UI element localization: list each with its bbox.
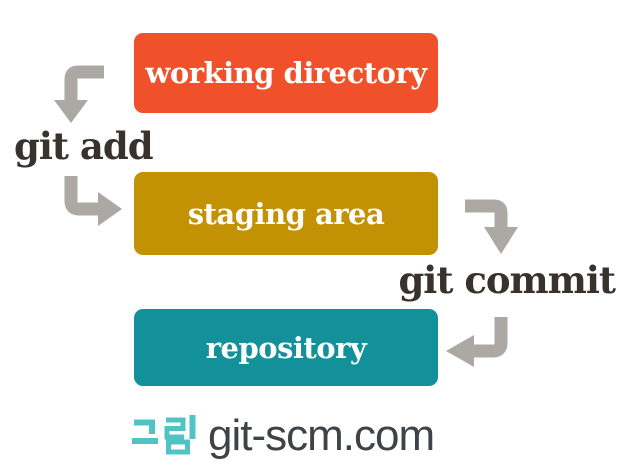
arrow-working-to-gitadd-icon — [54, 65, 104, 123]
node-label: repository — [205, 330, 367, 365]
edge-label-git-add: git add — [14, 124, 154, 168]
edge-label-git-commit: git commit — [398, 258, 616, 302]
arrow-gitadd-to-staging-icon — [64, 176, 122, 226]
arrow-staging-to-gitcommit-icon — [465, 199, 518, 254]
node-label: staging area — [187, 196, 385, 231]
figure-caption: git-scm.com — [132, 408, 472, 464]
caption-korean-figure-word-icon — [132, 415, 196, 455]
node-repository: repository — [134, 309, 438, 386]
caption-source-text: git-scm.com — [208, 411, 435, 460]
node-label: working directory — [145, 56, 427, 90]
node-working-directory: working directory — [134, 33, 438, 113]
arrow-gitcommit-to-repo-icon — [446, 317, 508, 367]
node-staging-area: staging area — [134, 172, 438, 255]
